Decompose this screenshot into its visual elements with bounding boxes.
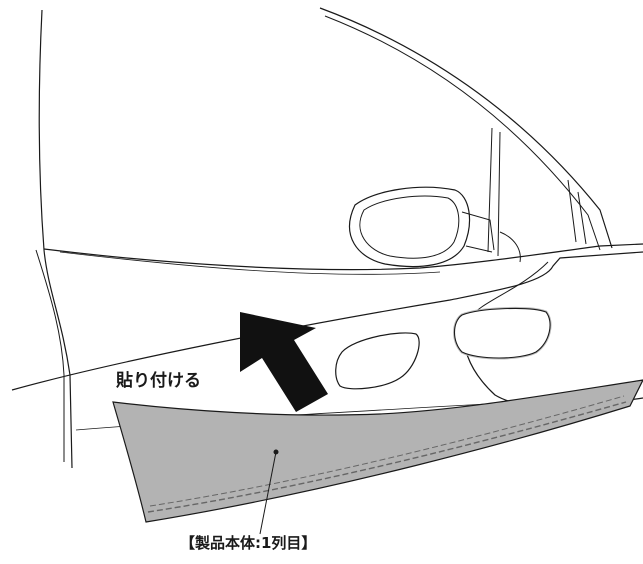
instruction-label: 貼り付ける xyxy=(116,371,201,391)
rear-door-handle xyxy=(453,307,551,359)
door-belt-line xyxy=(43,243,643,271)
part-leader-dot xyxy=(273,449,279,455)
fender-seam xyxy=(35,249,65,462)
window-frame-outer xyxy=(319,7,613,249)
door-belt-line-inner xyxy=(59,251,441,275)
side-mirror-glass xyxy=(359,195,460,259)
product-stitch-line-2 xyxy=(149,395,625,507)
side-mirror-arm xyxy=(499,231,521,263)
arrow-up-right-icon xyxy=(240,312,328,412)
door-character-line-upper xyxy=(11,251,643,391)
product-stitch-line xyxy=(147,401,627,513)
front-door-handle xyxy=(335,332,420,390)
side-mirror-base xyxy=(461,211,495,253)
a-pillar-right xyxy=(567,179,587,245)
window-frame-inner xyxy=(324,15,601,251)
side-mirror-outer xyxy=(349,186,471,268)
product-body-panel xyxy=(112,379,643,523)
door-front-edge xyxy=(38,9,73,469)
a-pillar-left xyxy=(487,127,501,257)
part-leader-line xyxy=(259,451,277,535)
part-label: 【製品本体:1列目】 xyxy=(180,534,317,552)
